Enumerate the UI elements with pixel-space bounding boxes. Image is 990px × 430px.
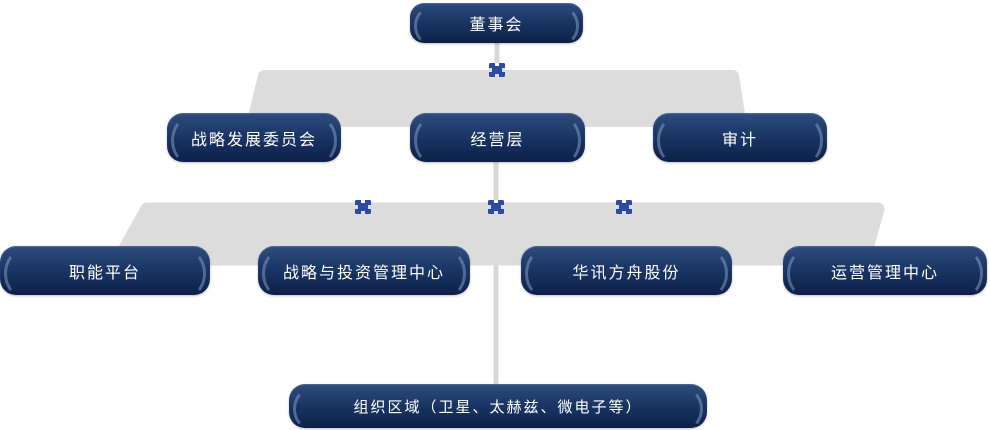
org-node-audit-label: 审计 — [721, 131, 758, 149]
org-node-operations-center: 运营管理中心 — [783, 246, 987, 295]
org-node-org-regions: 组织区域（卫星、太赫兹、微电子等） — [289, 384, 707, 428]
org-node-management-label: 经营层 — [470, 131, 525, 149]
org-node-functional-platform: 职能平台 — [0, 246, 210, 295]
cross-node-icon — [355, 200, 371, 214]
org-node-huaxun-ark-shares: 华讯方舟股份 — [521, 246, 732, 295]
org-node-huaxun-ark-shares-label: 华讯方舟股份 — [572, 264, 681, 282]
org-node-strategy-investment-center: 战略与投资管理中心 — [258, 246, 470, 295]
cross-node-icon — [488, 200, 504, 214]
org-node-org-regions-label: 组织区域（卫星、太赫兹、微电子等） — [353, 398, 643, 416]
cross-node-icon — [489, 63, 505, 77]
org-node-strategy-committee-label: 战略发展委员会 — [190, 131, 317, 149]
org-node-operations-center-label: 运营管理中心 — [830, 264, 939, 282]
org-node-board-label: 董事会 — [469, 17, 524, 34]
org-node-management: 经营层 — [410, 113, 585, 162]
org-node-functional-platform-label: 职能平台 — [68, 264, 141, 282]
org-node-strategy-committee: 战略发展委员会 — [167, 113, 341, 162]
org-node-strategy-investment-center-label: 战略与投资管理中心 — [282, 264, 445, 282]
org-node-board: 董事会 — [410, 3, 583, 43]
org-node-audit: 审计 — [653, 113, 827, 162]
cross-node-icon — [616, 200, 632, 214]
level3-band — [112, 202, 885, 266]
